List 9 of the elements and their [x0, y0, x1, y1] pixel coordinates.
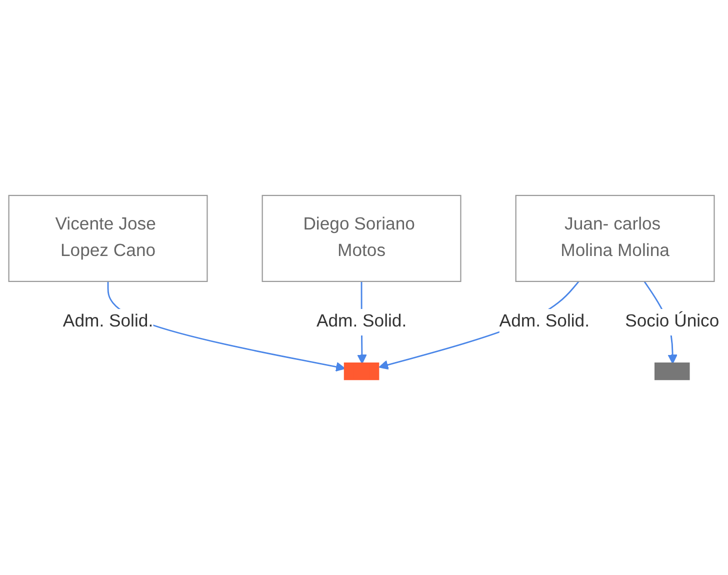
node-box: Vicente Jose Lopez Cano — [8, 194, 208, 282]
node-building — [344, 362, 380, 380]
edge-label: Adm. Solid. — [62, 312, 154, 332]
edge-label: Socio Único — [625, 312, 720, 332]
node-box: Diego Soriano Motos — [262, 194, 462, 282]
edge-label: Adm. Solid. — [316, 312, 407, 332]
node-box: Juan- carlos Molina Molina — [515, 194, 715, 282]
node-building — [654, 362, 690, 380]
edge-label: Adm. Solid. — [499, 312, 590, 332]
